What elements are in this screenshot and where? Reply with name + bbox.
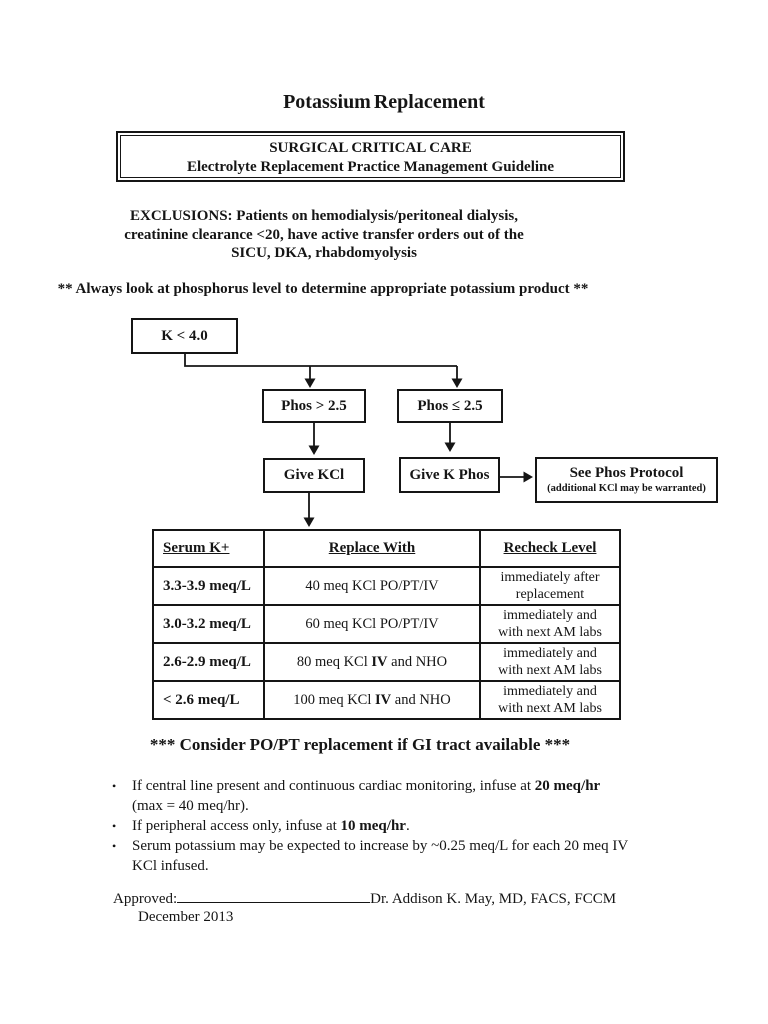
exclusions-line3: SICU, DKA, rhabdomyolysis (231, 245, 417, 261)
list-item: • Serum potassium may be expected to inc… (112, 838, 629, 874)
replace-with-cell: 40 meq KCl PO/PT/IV (263, 566, 481, 606)
table-header-row: Serum K+ Replace With Recheck Level (152, 529, 621, 568)
table-row: < 2.6 meq/L 100 meq KCl IV and NHO immed… (152, 680, 621, 720)
bullet-icon: • (112, 819, 117, 833)
table-row: 3.0-3.2 meq/L 60 meq KCl PO/PT/IV immedi… (152, 604, 621, 644)
flowchart-node-phos-high: Phos > 2.5 (262, 389, 366, 423)
flowchart-node-give-kcl: Give KCl (263, 458, 365, 493)
flowchart-node-give-kphos: Give K Phos (399, 457, 500, 493)
arrowhead-phos-low (451, 378, 463, 388)
approver-name: Dr. Addison K. May, MD, FACS, FCCM (370, 891, 617, 907)
exclusions-text: EXCLUSIONS: Patients on hemodialysis/per… (0, 207, 648, 263)
exclusions-line1: EXCLUSIONS: Patients on hemodialysis/per… (130, 208, 518, 224)
header-box: SURGICAL CRITICAL CARE Electrolyte Repla… (116, 131, 625, 182)
approved-label: Approved: (113, 891, 178, 907)
serum-range-cell: 2.6-2.9 meq/L (152, 642, 265, 682)
header-serum-k: Serum K+ (152, 529, 265, 568)
replace-with-cell: 60 meq KCl PO/PT/IV (263, 604, 481, 644)
header-replace-with: Replace With (263, 529, 481, 568)
header-box-inner: SURGICAL CRITICAL CARE Electrolyte Repla… (120, 135, 621, 178)
signature-line (177, 888, 371, 903)
notes-list: • If central line present and continuous… (105, 776, 695, 876)
see-phos-subtitle: (additional KCl may be warranted) (547, 482, 706, 494)
header-recheck-level: Recheck Level (479, 529, 621, 568)
serum-range-cell: < 2.6 meq/L (152, 680, 265, 720)
arrowhead-see-phos (523, 471, 533, 483)
consider-note: *** Consider PO/PT replacement if GI tra… (149, 735, 571, 754)
replace-with-cell: 100 meq KCl IV and NHO (263, 680, 481, 720)
header-line2: Electrolyte Replacement Practice Managem… (186, 159, 555, 175)
approval-date: December 2013 (138, 909, 234, 925)
bullet-icon: • (112, 839, 117, 853)
phosphorus-note: ** Always look at phosphorus level to de… (57, 281, 589, 297)
page-title: Potassium Replacement (283, 91, 485, 113)
replace-with-cell: 80 meq KCl IV and NHO (263, 642, 481, 682)
arrowhead-table (303, 517, 315, 527)
arrowhead-give-kcl (308, 445, 320, 455)
list-item: • If peripheral access only, infuse at 1… (112, 818, 410, 834)
approval-block: Approved: Dr. Addison K. May, MD, FACS, F… (113, 888, 616, 926)
table-row: 3.3-3.9 meq/L 40 meq KCl PO/PT/IV immedi… (152, 566, 621, 606)
table-row: 2.6-2.9 meq/L 80 meq KCl IV and NHO imme… (152, 642, 621, 682)
arrowhead-phos-high (304, 378, 316, 388)
see-phos-title: See Phos Protocol (569, 465, 684, 482)
header-line1: SURGICAL CRITICAL CARE (269, 140, 472, 156)
arrowhead-give-kphos (444, 442, 456, 452)
exclusions-line2: creatinine clearance <20, have active tr… (124, 226, 524, 243)
flowchart-node-phos-low: Phos ≤ 2.5 (397, 389, 503, 423)
serum-range-cell: 3.0-3.2 meq/L (152, 604, 265, 644)
serum-range-cell: 3.3-3.9 meq/L (152, 566, 265, 606)
replacement-table: Serum K+ Replace With Recheck Level 3.3-… (152, 529, 621, 720)
flowchart-node-k-less-4: K < 4.0 (131, 318, 238, 354)
bullet-icon: • (112, 779, 117, 793)
list-item: • If central line present and continuous… (112, 778, 601, 814)
flowchart-node-see-phos-protocol: See Phos Protocol (additional KCl may be… (535, 457, 718, 503)
connector-k-split (184, 353, 457, 367)
